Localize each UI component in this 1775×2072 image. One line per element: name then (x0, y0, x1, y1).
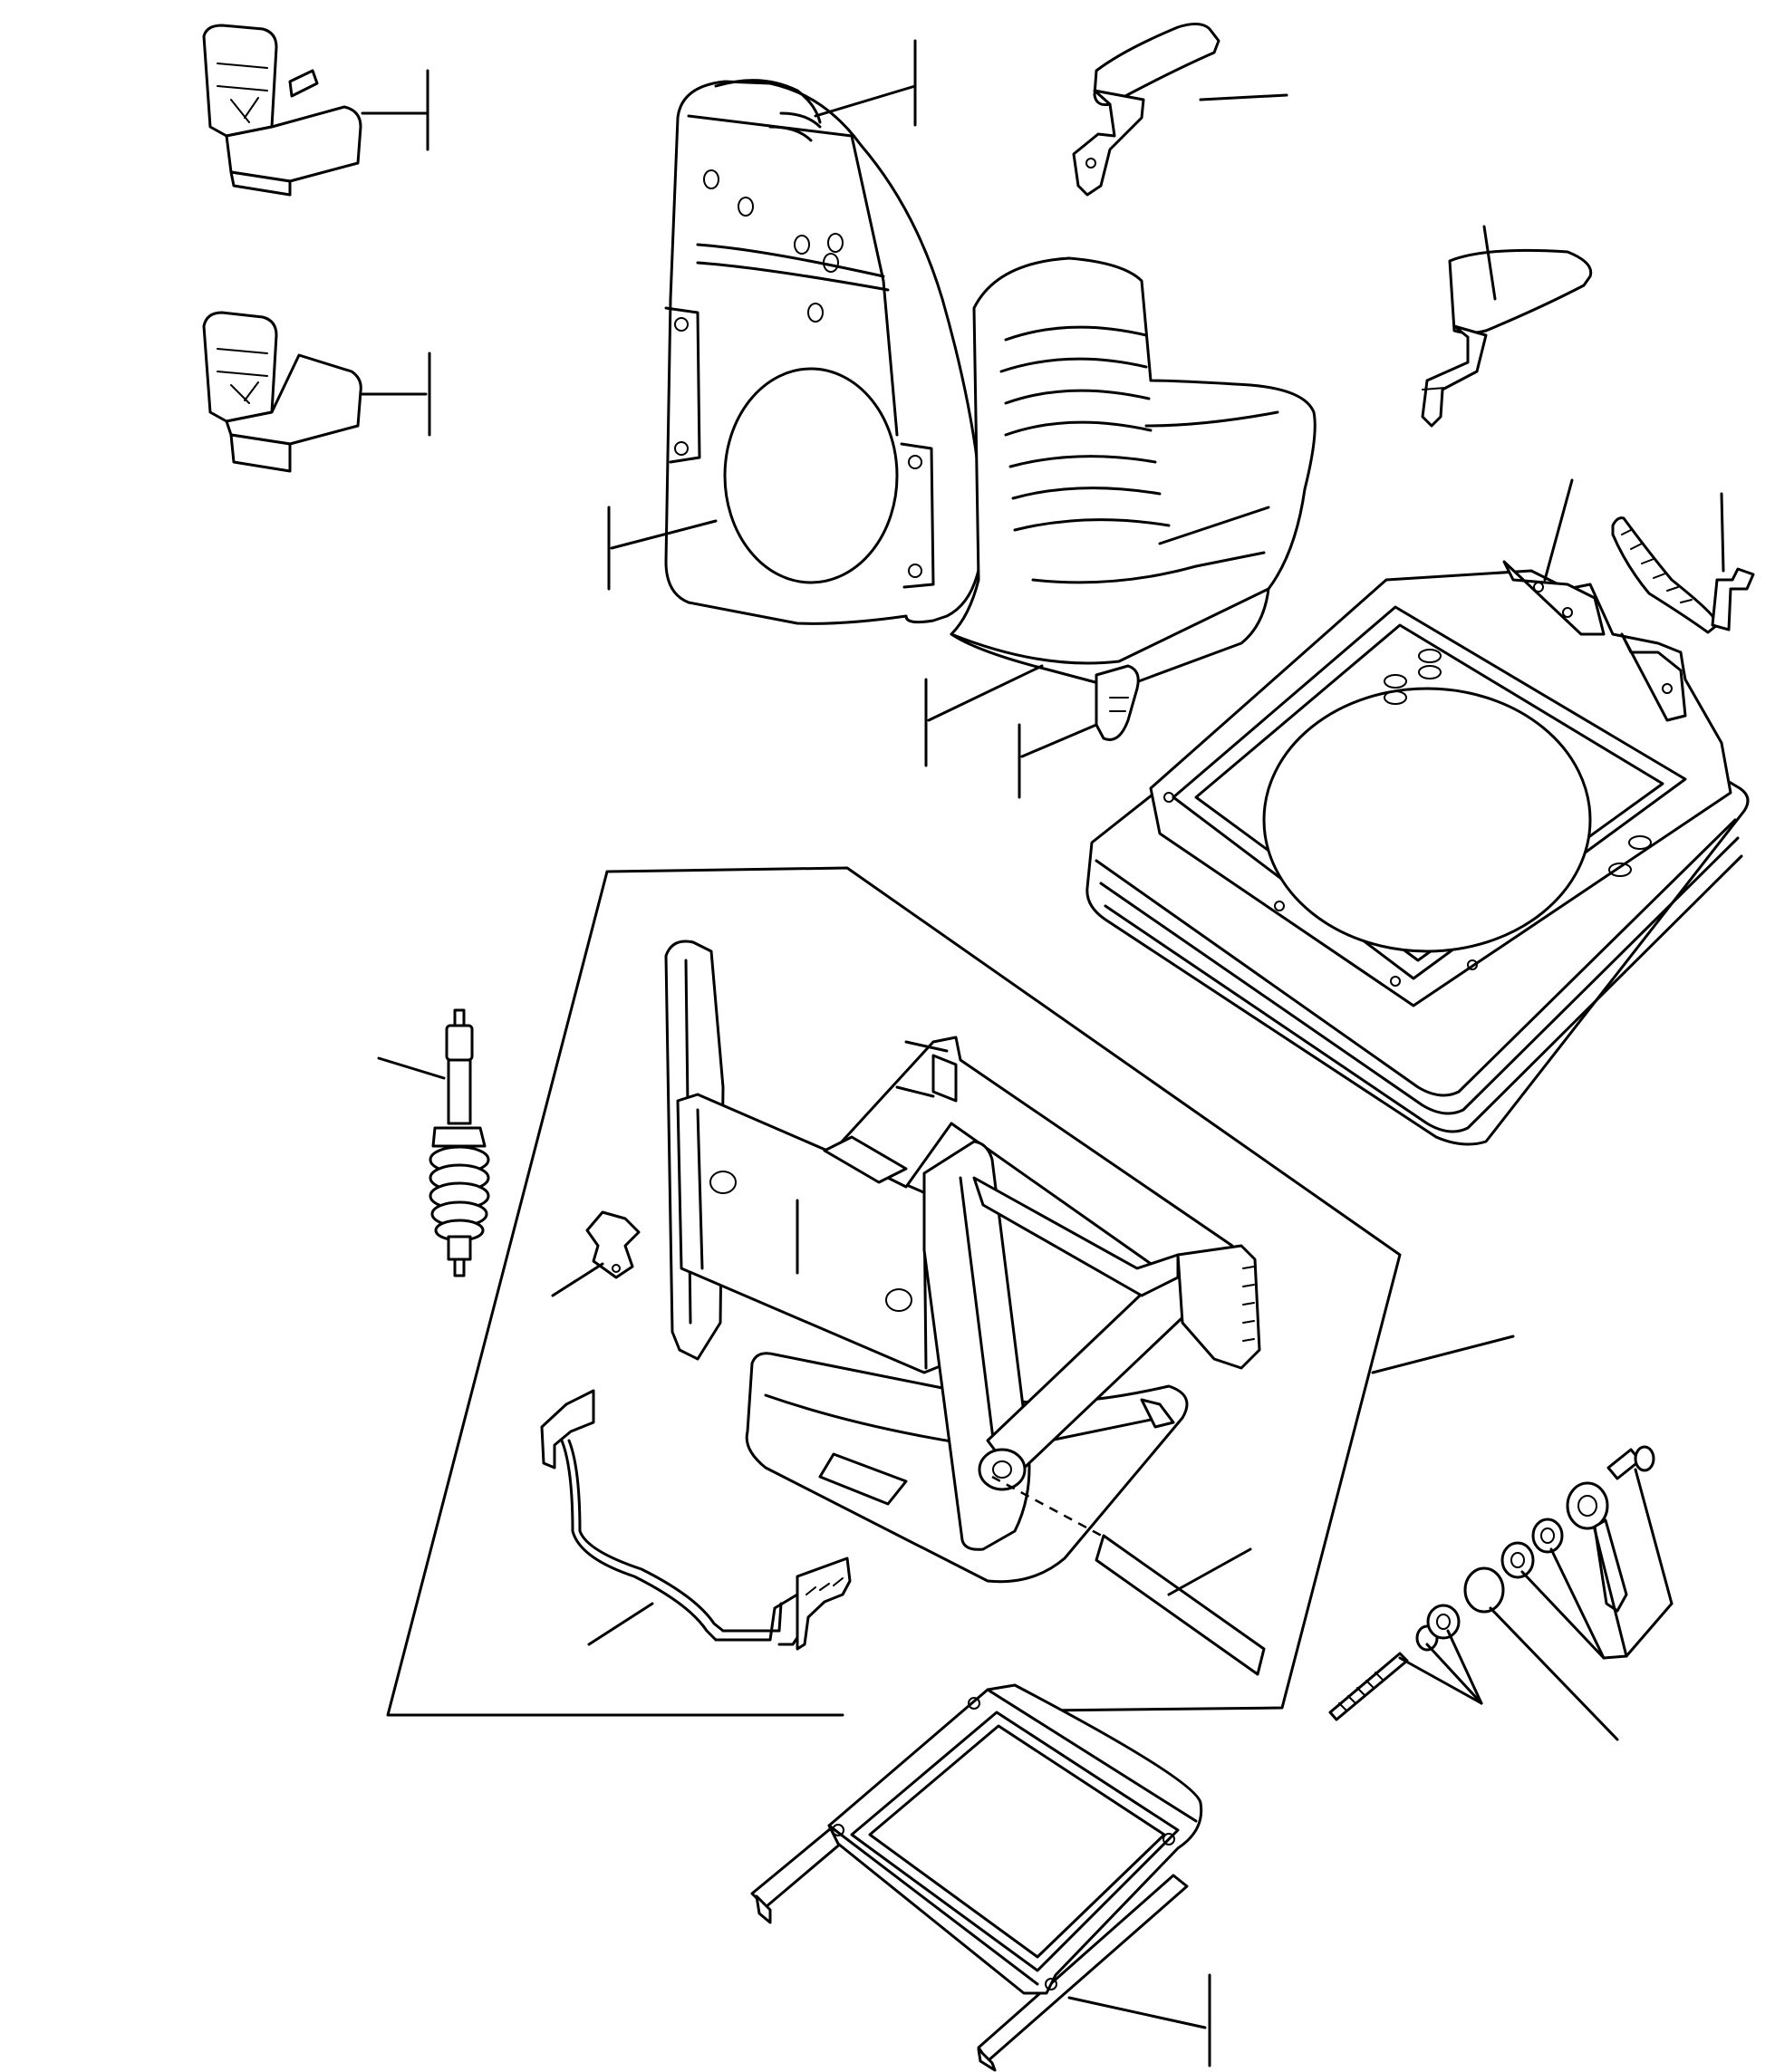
small-clip (551, 1210, 641, 1297)
seat-variant-a-thumbnail (202, 24, 429, 197)
operator-seat (607, 39, 1317, 799)
seat-variant-b-thumbnail (202, 311, 431, 473)
suspension-mechanism (664, 940, 1261, 1584)
fastener-set (1328, 1445, 1674, 1741)
adjust-lever (540, 1389, 852, 1651)
right-armrest (1421, 225, 1593, 428)
backrest-holes (703, 169, 844, 323)
height-adjust-rod (991, 1475, 1266, 1676)
shock-absorber (377, 1008, 490, 1277)
slide-rails (750, 1683, 1211, 2072)
seat-mounting-frame-with-bellows (1085, 478, 1750, 1146)
suspension-group-leader (1371, 1335, 1515, 1374)
suspension-group-outline (386, 866, 1402, 1717)
adjuster-strap (1611, 492, 1755, 634)
left-armrest (1072, 23, 1288, 197)
